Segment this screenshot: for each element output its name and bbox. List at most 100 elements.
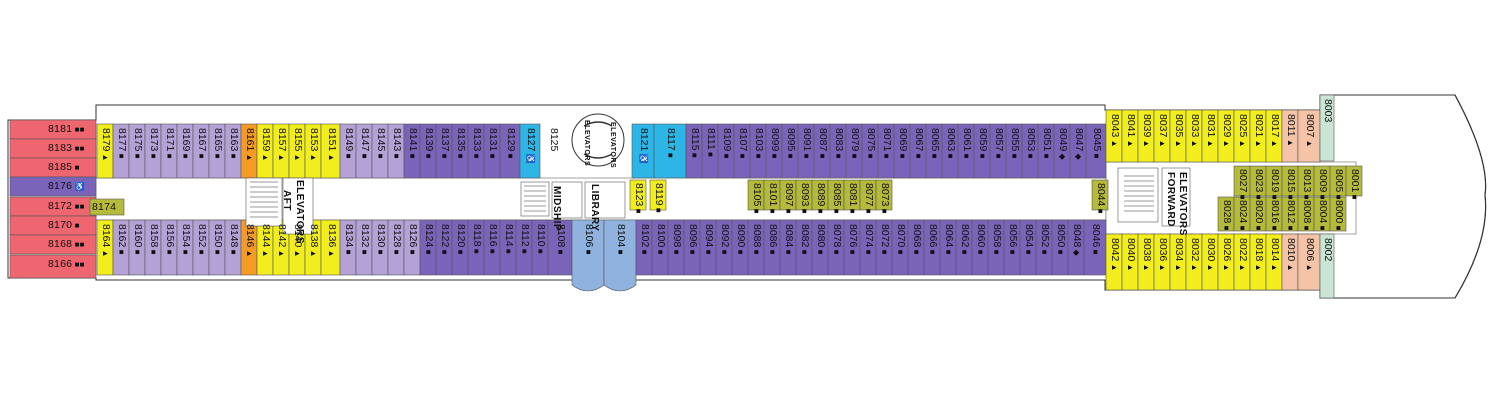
cabin-8125-label[interactable]: 8125 <box>548 128 560 151</box>
cabin-8144-label[interactable]: 8144 ▲ <box>260 224 272 258</box>
cabin-8112-label[interactable]: 8112 ■ <box>519 224 531 254</box>
cabin-8054-label[interactable]: 8054 ■ <box>1023 224 1035 254</box>
cabin-8038-label[interactable]: 8038 ▲ <box>1141 238 1153 272</box>
cabin-8169-label[interactable]: 8169 ■ <box>180 128 192 158</box>
cabin-8166-label[interactable]: 8166 ■■ <box>48 259 85 270</box>
cabin-8153-label[interactable]: 8153 ▲ <box>308 128 320 162</box>
cabin-8114-label[interactable]: 8114 ■ <box>503 224 515 254</box>
cabin-8086-label[interactable]: 8086 ■ <box>767 224 779 254</box>
cabin-8170-label[interactable]: 8170 ■ <box>48 220 80 231</box>
cabin-8120-label[interactable]: 8120 ■ <box>455 224 467 254</box>
cabin-8145-label[interactable]: 8145 ■ <box>375 128 387 158</box>
cabin-8081-label[interactable]: 8081 ■ <box>847 183 859 213</box>
cabin-8173-label[interactable]: 8173 ■ <box>148 128 160 158</box>
cabin-8057-label[interactable]: 8057 ■ <box>993 128 1005 158</box>
cabin-8127-label[interactable]: 8127 ♿ <box>525 128 537 164</box>
cabin-8047-label[interactable]: 8047 ◆ <box>1073 128 1085 160</box>
cabin-8133-label[interactable]: 8133 ■ <box>471 128 483 158</box>
cabin-8085-label[interactable]: 8085 ■ <box>831 183 843 213</box>
cabin-8107-label[interactable]: 8107 ■ <box>737 128 749 158</box>
cabin-8088-label[interactable]: 8088 ■ <box>751 224 763 254</box>
cabin-8176-label[interactable]: 8176 ♿ <box>48 181 85 192</box>
cabin-8115-label[interactable]: 8115 ■ <box>689 128 701 158</box>
cabin-8016-label[interactable]: 8016 ■ <box>1269 200 1281 230</box>
cabin-8017-label[interactable]: 8017 ▲ <box>1269 114 1281 148</box>
cabin-8103-label[interactable]: 8103 ■ <box>753 128 765 158</box>
cabin-8062-label[interactable]: 8062 ■ <box>959 224 971 254</box>
cabin-8139-label[interactable]: 8139 ■ <box>423 128 435 158</box>
cabin-8065-label[interactable]: 8065 ■ <box>929 128 941 158</box>
cabin-8148-label[interactable]: 8148 ■ <box>228 224 240 254</box>
cabin-8090-label[interactable]: 8090 ■ <box>735 224 747 254</box>
cabin-8096-label[interactable]: 8096 ■ <box>687 224 699 254</box>
cabin-8073-label[interactable]: 8073 ■ <box>879 183 891 213</box>
cabin-8029-label[interactable]: 8029 ▲ <box>1221 114 1233 148</box>
cabin-8018-label[interactable]: 8018 ▲ <box>1253 238 1265 272</box>
cabin-8123-label[interactable]: 8123 ■ <box>633 183 645 213</box>
cabin-8083-label[interactable]: 8083 ■ <box>833 128 845 158</box>
cabin-8140-label[interactable]: 8140 ▲ <box>292 224 304 258</box>
cabin-8063-label[interactable]: 8063 ■ <box>945 128 957 158</box>
cabin-8134-label[interactable]: 8134 ■ <box>343 224 355 254</box>
cabin-8004-label[interactable]: 8004 ■ <box>1317 200 1329 230</box>
cabin-8049-label[interactable]: 8049 ◆ <box>1057 128 1069 160</box>
cabin-8091-label[interactable]: 8091 ■ <box>801 128 813 158</box>
cabin-8031-label[interactable]: 8031 ▲ <box>1205 114 1217 148</box>
cabin-8071-label[interactable]: 8071 ■ <box>881 128 893 158</box>
cabin-8109-label[interactable]: 8109 ■ <box>721 128 733 158</box>
cabin-8155-label[interactable]: 8155 ▲ <box>292 128 304 162</box>
cabin-8079-label[interactable]: 8079 ■ <box>849 128 861 158</box>
cabin-8161-label[interactable]: 8161 ▲ <box>244 128 256 162</box>
cabin-8141-label[interactable]: 8141 ■ <box>407 128 419 158</box>
cabin-8105-label[interactable]: 8105 ■ <box>751 183 763 213</box>
cabin-8039-label[interactable]: 8039 ▲ <box>1141 114 1153 148</box>
cabin-8012-label[interactable]: 8012 ■ <box>1285 200 1297 230</box>
cabin-8020-label[interactable]: 8020 ■ <box>1253 200 1265 230</box>
cabin-8102-label[interactable]: 8102 ■ <box>639 224 651 254</box>
cabin-8015-label[interactable]: 8015 ■ <box>1285 169 1297 199</box>
cabin-8084-label[interactable]: 8084 ■ <box>783 224 795 254</box>
cabin-8014-label[interactable]: 8014 ▲ <box>1269 238 1281 272</box>
cabin-8027-label[interactable]: 8027 ■ <box>1237 169 1249 199</box>
cabin-8177-label[interactable]: 8177 ■ <box>116 128 128 158</box>
cabin-8005-label[interactable]: 8005 ■ <box>1333 169 1345 199</box>
cabin-8043-label[interactable]: 8043 ▲ <box>1109 114 1121 148</box>
cabin-8052-label[interactable]: 8052 ■ <box>1039 224 1051 254</box>
cabin-8171-label[interactable]: 8171 ■ <box>164 128 176 158</box>
cabin-8028-label[interactable]: 8028 ■ <box>1221 200 1233 230</box>
cabin-8034-label[interactable]: 8034 ▲ <box>1173 238 1185 272</box>
cabin-8044-label[interactable]: 8044 ■ <box>1095 183 1107 213</box>
cabin-8087-label[interactable]: 8087 ■ <box>817 128 829 158</box>
cabin-8111-label[interactable]: 8111 ■ <box>705 128 717 157</box>
cabin-8035-label[interactable]: 8035 ▲ <box>1173 114 1185 148</box>
cabin-8162-label[interactable]: 8162 ■ <box>116 224 128 254</box>
cabin-8143-label[interactable]: 8143 ■ <box>391 128 403 158</box>
cabin-8019-label[interactable]: 8019 ■ <box>1269 169 1281 199</box>
cabin-8022-label[interactable]: 8022 ▲ <box>1237 238 1249 272</box>
cabin-8147-label[interactable]: 8147 ■ <box>359 128 371 158</box>
cabin-8006-label[interactable]: 8006 ▲ <box>1304 238 1316 272</box>
cabin-8007-label[interactable]: 8007 ▲ <box>1304 114 1316 148</box>
cabin-8001-label[interactable]: 8001 ■ <box>1349 169 1361 199</box>
cabin-8053-label[interactable]: 8053 ■ <box>1025 128 1037 158</box>
cabin-8041-label[interactable]: 8041 ▲ <box>1125 114 1137 148</box>
cabin-8045-label[interactable]: 8045 ■ <box>1091 128 1103 158</box>
cabin-8068-label[interactable]: 8068 ■ <box>911 224 923 254</box>
cabin-8093-label[interactable]: 8093 ■ <box>799 183 811 213</box>
cabin-8116-label[interactable]: 8116 ■ <box>487 224 499 254</box>
cabin-8106-label[interactable]: 8106 ■ <box>583 224 595 254</box>
cabin-8135-label[interactable]: 8135 ■ <box>455 128 467 158</box>
cabin-8167-label[interactable]: 8167 ■ <box>196 128 208 158</box>
cabin-8000-label[interactable]: 8000 ■ <box>1333 200 1345 230</box>
cabin-8154-label[interactable]: 8154 ■ <box>180 224 192 254</box>
cabin-8078-label[interactable]: 8078 ■ <box>831 224 843 254</box>
cabin-8048-label[interactable]: 8048 ◆ <box>1071 224 1083 256</box>
cabin-8157-label[interactable]: 8157 ▲ <box>276 128 288 162</box>
cabin-8121-label[interactable]: 8121 ♿ <box>638 128 650 164</box>
cabin-8061-label[interactable]: 8061 ■ <box>961 128 973 158</box>
cabin-8179-label[interactable]: 8179 ▲ <box>100 128 112 162</box>
cabin-8030-label[interactable]: 8030 ▲ <box>1205 238 1217 272</box>
cabin-8129-label[interactable]: 8129 ■ <box>505 128 517 158</box>
cabin-8050-label[interactable]: 8050 ■ <box>1055 224 1067 254</box>
cabin-8092-label[interactable]: 8092 ■ <box>719 224 731 254</box>
